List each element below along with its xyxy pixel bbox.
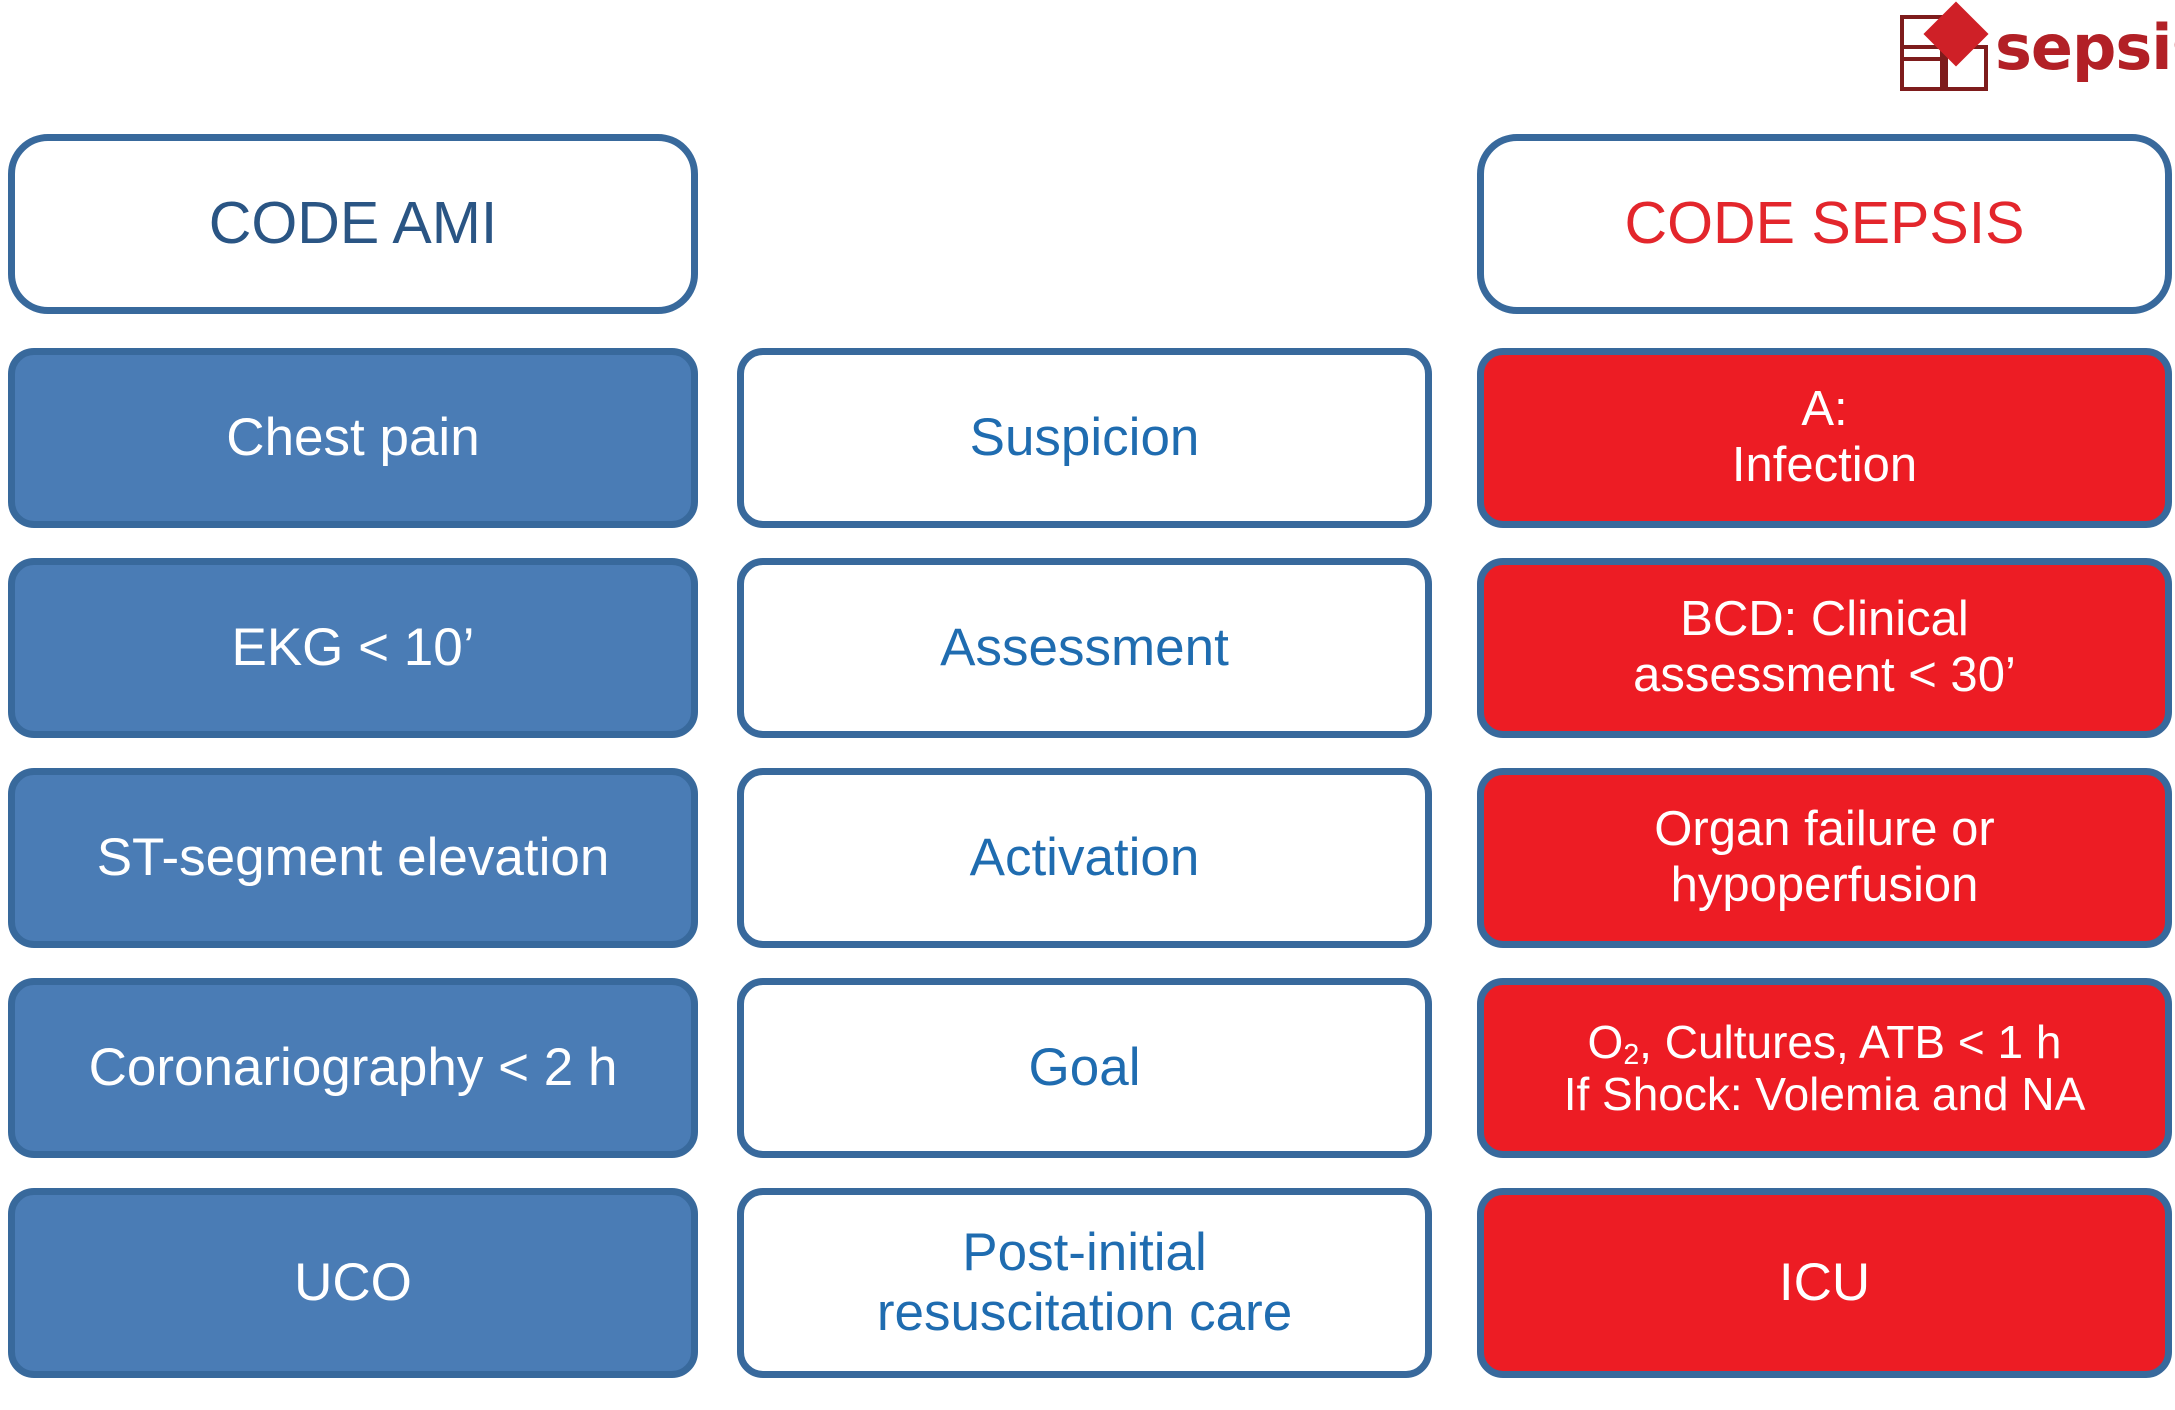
- step-cell-post-care-line2: resuscitation care: [876, 1283, 1293, 1342]
- ami-cell-activation-label: ST-segment elevation: [96, 827, 610, 887]
- sepsis-cell-suspicion-line2: Infection: [1731, 438, 1918, 492]
- step-cell-goal: Goal: [737, 978, 1432, 1158]
- sepsis-cell-assessment-text: BCD: Clinical assessment < 30’: [1633, 592, 2016, 704]
- sepsis-cell-assessment: BCD: Clinical assessment < 30’: [1477, 558, 2172, 738]
- sepsis-cell-activation: Organ failure or hypoperfusion: [1477, 768, 2172, 948]
- ami-cell-activation: ST-segment elevation: [8, 768, 698, 948]
- sepsis-cell-assessment-line2: assessment < 30’: [1633, 648, 2016, 702]
- step-cell-goal-label: Goal: [1028, 1037, 1141, 1097]
- sepsis-cell-suspicion-text: A: Infection: [1732, 382, 1917, 494]
- step-cell-assessment: Assessment: [737, 558, 1432, 738]
- header-code-ami-label: CODE AMI: [208, 190, 498, 257]
- sepsis-cell-assessment-line1: BCD: Clinical: [1680, 592, 1969, 647]
- header-code-ami: CODE AMI: [8, 134, 698, 314]
- sepsis-cell-suspicion-line1: A:: [1801, 382, 1848, 437]
- sepsis-cell-goal-line1-subscript: 2: [1623, 1038, 1640, 1071]
- sepsis-cell-activation-line1: Organ failure or: [1654, 802, 1995, 857]
- step-cell-post-care: Post-initial resuscitation care: [737, 1188, 1432, 1378]
- step-cell-suspicion: Suspicion: [737, 348, 1432, 528]
- step-cell-activation-label: Activation: [969, 827, 1200, 887]
- sepsis-cell-activation-text: Organ failure or hypoperfusion: [1654, 802, 1994, 914]
- sepsis-cell-goal: O2, Cultures, ATB < 1 h If Shock: Volemi…: [1477, 978, 2172, 1158]
- ami-cell-suspicion: Chest pain: [8, 348, 698, 528]
- sepsis-cell-goal-line1-post: , Cultures, ATB < 1 h: [1639, 1015, 2062, 1068]
- ami-cell-goal-label: Coronariography < 2 h: [88, 1037, 618, 1097]
- header-code-sepsis-label: CODE SEPSIS: [1624, 190, 2025, 257]
- ami-cell-assessment-label: EKG < 10’: [231, 617, 475, 677]
- sepsis-logo-mark-icon: [1896, 1, 1991, 91]
- ami-cell-goal: Coronariography < 2 h: [8, 978, 698, 1158]
- sepsis-cell-goal-line1-pre: O: [1587, 1015, 1624, 1068]
- step-cell-activation: Activation: [737, 768, 1432, 948]
- step-cell-post-care-text: Post-initial resuscitation care: [877, 1223, 1292, 1344]
- logo-square-bottom-left-icon: [1900, 45, 1948, 91]
- ami-cell-assessment: EKG < 10’: [8, 558, 698, 738]
- sepsis-cell-goal-line2: If Shock: Volemia and NA: [1563, 1068, 2086, 1120]
- ami-cell-post-care-label: UCO: [294, 1252, 412, 1312]
- header-code-sepsis: CODE SEPSIS: [1477, 134, 2172, 314]
- sepsis-logo: sepsis: [1896, 1, 2175, 91]
- step-cell-suspicion-label: Suspicion: [969, 407, 1200, 467]
- ami-cell-post-care: UCO: [8, 1188, 698, 1378]
- step-cell-assessment-label: Assessment: [940, 617, 1229, 677]
- logo-wordmark: sepsis: [1995, 11, 2175, 84]
- sepsis-cell-goal-line1: O2, Cultures, ATB < 1 h: [1564, 1015, 2086, 1071]
- sepsis-cell-suspicion: A: Infection: [1477, 348, 2172, 528]
- sepsis-cell-post-care-label: ICU: [1778, 1252, 1871, 1312]
- sepsis-cell-activation-line2: hypoperfusion: [1670, 858, 1979, 912]
- ami-cell-suspicion-label: Chest pain: [226, 407, 480, 467]
- sepsis-cell-goal-text: O2, Cultures, ATB < 1 h If Shock: Volemi…: [1564, 1016, 2086, 1121]
- step-cell-post-care-line1: Post-initial: [962, 1222, 1207, 1282]
- sepsis-cell-post-care: ICU: [1477, 1188, 2172, 1378]
